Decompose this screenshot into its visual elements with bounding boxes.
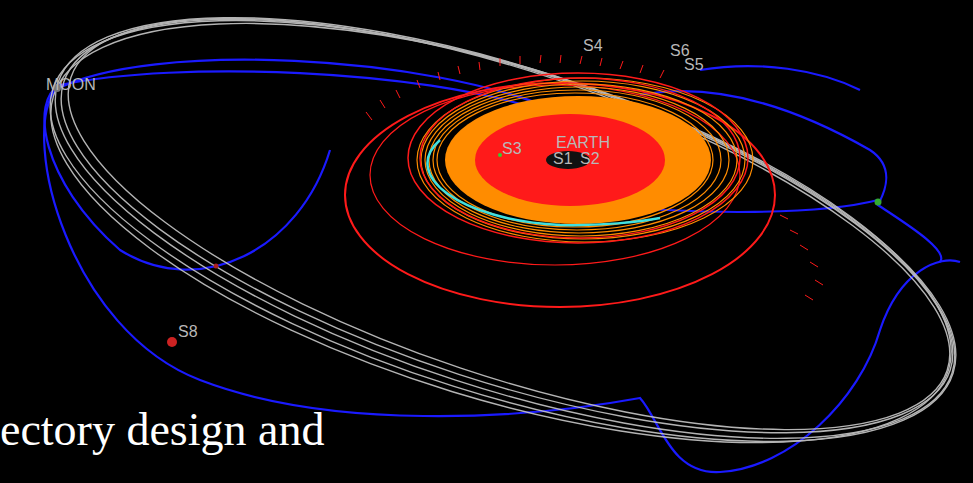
station-label: S4 bbox=[583, 37, 603, 55]
station-label: S2 bbox=[580, 150, 600, 168]
station-label: S1 bbox=[553, 150, 573, 168]
station-label: S5 bbox=[684, 56, 704, 74]
earth-label: EARTH bbox=[556, 134, 610, 152]
slide-title: ectory design and bbox=[0, 404, 324, 456]
station-label: S3 bbox=[502, 140, 522, 158]
station-label: S8 bbox=[178, 323, 198, 341]
moon-label: MOON bbox=[46, 76, 96, 94]
